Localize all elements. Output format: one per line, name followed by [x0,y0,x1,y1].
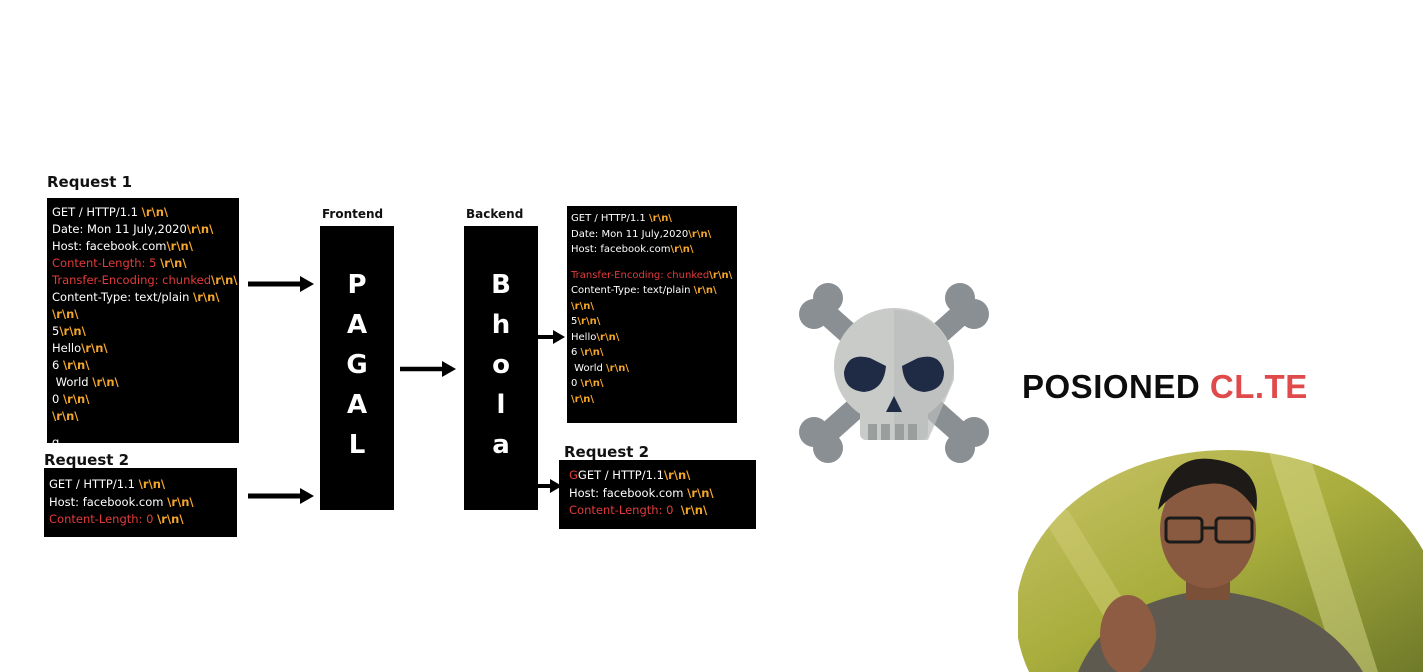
frontend-letter: P [347,270,367,300]
request-line: Date: Mon 11 July,2020\r\n\ [571,228,712,240]
title-part2: CL.TE [1209,368,1308,405]
crlf-marker: \r\n\ [606,362,630,374]
crlf-marker: \r\n\ [688,228,712,240]
crlf-marker: \r\n\ [211,273,238,287]
request-line: GGET / HTTP/1.1\r\n\ [569,468,691,482]
request-line: Host: facebook.com \r\n\ [49,494,194,509]
crlf-marker: \r\n\ [160,256,187,270]
request1-box: GET / HTTP/1.1 \r\n\ Date: Mon 11 July,20… [47,198,239,448]
backend-label: Backend [466,207,524,221]
crlf-marker: \r\n\ [670,244,694,255]
request-line: Content-Type: text/plain \r\n\ [571,285,717,296]
frontend-letter: G [346,350,368,380]
request-line: Transfer-Encoding: chunked\r\n\ [571,269,733,281]
crlf-marker: \r\n\ [577,316,601,327]
backend-letter: h [491,310,511,340]
crlf-marker: \r\n\ [663,468,691,482]
title-part1: POSIONED [1022,368,1210,405]
request-line: World \r\n\ [52,375,119,389]
request-line: 0 \r\n\ [571,378,604,389]
backend-request2-box: GGET / HTTP/1.1\r\n\ Host: facebook.com \… [559,460,756,529]
crlf-marker: \r\n\ [687,485,714,500]
crlf-marker: \r\n\ [62,392,90,406]
crlf-marker: \r\n\ [186,222,214,236]
request-line: Content-Length: 5 \r\n\ [52,256,187,270]
request-line: g [52,435,60,449]
request-line: Content-Length: 0 \r\n\ [49,512,184,526]
page-title: POSIONED CL.TE [1022,368,1308,406]
request-line: GET / HTTP/1.1 \r\n\ [49,477,166,491]
request-line [52,428,239,437]
arrow-right-icon [248,276,314,292]
presenter-photo [1018,450,1423,672]
crlf-marker: \r\n\ [648,213,672,224]
frontend-label: Frontend [322,207,384,221]
crlf-marker: \r\n\ [193,290,220,304]
crlf-marker: \r\n\ [571,300,595,312]
request1-label: Request 1 [47,173,133,191]
backend-letter: o [492,350,510,380]
crlf-marker: \r\n\ [680,503,708,517]
request-line: GET / HTTP/1.1 \r\n\ [52,205,169,219]
crlf-marker: \r\n\ [92,375,119,389]
backend-letter: B [491,270,511,300]
request-line: Hello\r\n\ [52,341,108,355]
backend-request2-label: Request 2 [564,443,650,461]
request-line: Content-Length: 0 \r\n\ [569,503,708,517]
request-line: \r\n\ [52,409,239,428]
request-line: Host: facebook.com\r\n\ [571,244,694,255]
crlf-marker: \r\n\ [580,347,604,358]
request-line: 5\r\n\ [571,316,601,327]
request-line: Transfer-Encoding: chunked\r\n\ [52,273,238,287]
request-line: Host: facebook.com \r\n\ [569,485,714,500]
backend-letter: a [492,430,510,460]
frontend-letter: L [348,430,366,460]
request-line: Host: facebook.com\r\n\ [52,239,193,253]
request-line: \r\n\ [52,307,239,326]
request-line: 5\r\n\ [52,324,86,338]
request-line: GET / HTTP/1.1 \r\n\ [571,213,672,224]
request-line: \r\n\ [571,300,737,318]
crlf-marker: \r\n\ [62,358,90,372]
request2-left-label: Request 2 [44,451,130,469]
backend-letter: l [496,390,506,420]
crlf-marker: \r\n\ [693,285,717,296]
arrow-right-icon [248,488,314,504]
arrow-right-icon [400,361,456,377]
frontend-letter: A [346,310,368,340]
crlf-marker: \r\n\ [81,341,108,355]
crlf-marker: \r\n\ [596,331,620,343]
crlf-marker: \r\n\ [157,512,184,526]
request2-left-box: GET / HTTP/1.1 \r\n\ Host: facebook.com \… [44,468,237,537]
frontend-letter: A [346,390,368,420]
crlf-marker: \r\n\ [166,239,193,253]
crlf-marker: \r\n\ [141,205,169,219]
request-line: Content-Type: text/plain \r\n\ [52,290,220,304]
request-line: Date: Mon 11 July,2020\r\n\ [52,222,214,236]
crlf-marker: \r\n\ [167,494,194,509]
crlf-marker: \r\n\ [571,393,595,405]
skull-crossbones-icon [799,283,989,463]
arrow-right-icon [538,330,565,344]
crlf-marker: \r\n\ [52,307,79,321]
request-line: 6 \r\n\ [571,347,604,358]
crlf-marker: \r\n\ [52,409,79,423]
crlf-marker: \r\n\ [580,378,604,389]
request-line: 0 \r\n\ [52,392,90,406]
crlf-marker: \r\n\ [59,324,86,338]
backend-request1-box: GET / HTTP/1.1 \r\n\ Date: Mon 11 July,20… [567,206,737,423]
request-line: World \r\n\ [571,362,630,374]
request-line: Hello\r\n\ [571,331,620,343]
arrow-right-icon [538,479,562,493]
request-line: 6 \r\n\ [52,358,90,372]
request-line: \r\n\ [571,393,737,411]
crlf-marker: \r\n\ [138,477,166,491]
crlf-marker: \r\n\ [709,269,733,281]
